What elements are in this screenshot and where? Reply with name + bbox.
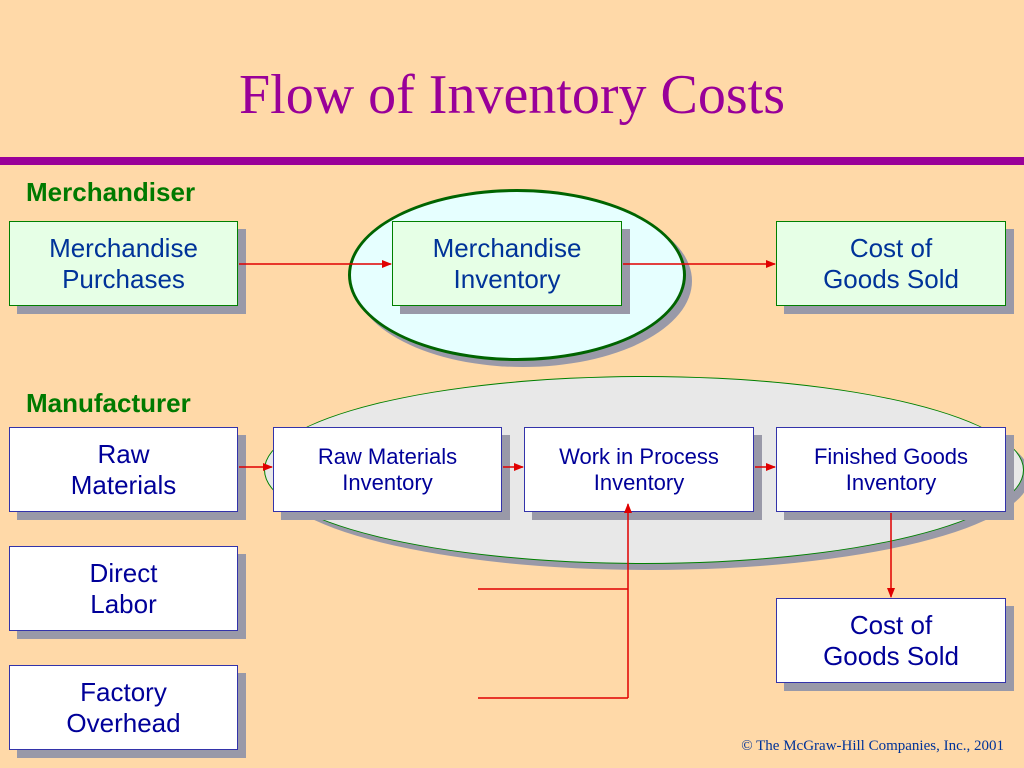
wip-inventory-line2: Inventory: [593, 469, 685, 495]
merchandiser-label: Merchandiser: [26, 177, 196, 207]
manufacturer-cogs-line1: Cost of: [849, 609, 933, 640]
raw-materials-line2: Materials: [70, 469, 177, 500]
merchandiser-cogs-line1: Cost of: [849, 232, 933, 263]
finished-goods-inventory-box: Finished Goods Inventory: [776, 427, 1006, 512]
slide-title: Flow of Inventory Costs: [239, 64, 785, 126]
finished-goods-inventory-line1: Finished Goods: [813, 443, 969, 469]
wip-inventory-line1: Work in Process: [559, 443, 719, 469]
raw-materials-line1: Raw: [97, 438, 150, 469]
raw-materials-inventory-box: Raw Materials Inventory: [273, 427, 502, 512]
factory-overhead-line2: Overhead: [66, 707, 181, 738]
title-divider: [0, 157, 1024, 165]
factory-overhead-box: Factory Overhead: [9, 665, 238, 750]
merchandise-inventory-box: Merchandise Inventory: [392, 221, 622, 306]
finished-goods-inventory-line2: Inventory: [845, 469, 937, 495]
direct-labor-line1: Direct: [89, 557, 158, 588]
merchandise-inventory-line1: Merchandise: [432, 232, 582, 263]
copyright-footer: © The McGraw-Hill Companies, Inc., 2001: [741, 738, 1004, 754]
manufacturer-label: Manufacturer: [26, 388, 191, 418]
raw-materials-inventory-line2: Inventory: [342, 469, 433, 495]
merchandiser-cogs-line2: Goods Sold: [823, 263, 959, 294]
raw-materials-inventory-line1: Raw Materials: [317, 443, 458, 469]
wip-inventory-box: Work in Process Inventory: [524, 427, 754, 512]
factory-overhead-line1: Factory: [80, 676, 167, 707]
direct-labor-line2: Labor: [90, 588, 157, 619]
manufacturer-cogs-line2: Goods Sold: [823, 640, 959, 671]
merchandise-inventory-line2: Inventory: [453, 263, 561, 294]
merchandise-purchases-line1: Merchandise: [49, 232, 198, 263]
direct-labor-box: Direct Labor: [9, 546, 238, 631]
raw-materials-box: Raw Materials: [9, 427, 238, 512]
manufacturer-cogs-box: Cost of Goods Sold: [776, 598, 1006, 683]
merchandise-purchases-line2: Purchases: [62, 263, 185, 294]
merchandiser-cogs-box: Cost of Goods Sold: [776, 221, 1006, 306]
merchandise-purchases-box: Merchandise Purchases: [9, 221, 238, 306]
